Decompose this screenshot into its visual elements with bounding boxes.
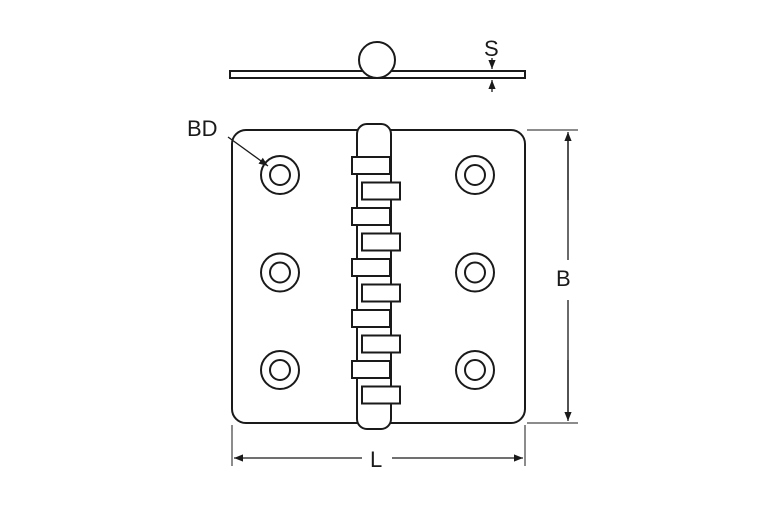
hole-bore (269, 261, 291, 284)
bore-diameter-label: BD (187, 116, 218, 141)
bore-diameter-leader (227, 136, 269, 167)
hinge-knuckle (361, 334, 401, 354)
length-label: L (370, 447, 382, 472)
hinge-side-profile (229, 41, 526, 79)
hinge-knuckle (361, 385, 401, 405)
hole-bore (464, 359, 486, 381)
hinge-barrel (351, 123, 401, 430)
thickness-label: S (484, 36, 499, 61)
hole-outer-ring (260, 350, 300, 390)
hinge-knuckle (351, 156, 391, 175)
hole-outer-ring (260, 252, 300, 293)
hole-bore (464, 164, 486, 186)
hole-outer-ring (260, 155, 300, 195)
hinge-knuckle (351, 207, 391, 226)
hinge-knuckle (351, 360, 391, 379)
hole-outer-ring (455, 252, 495, 293)
hole-outer-ring (455, 155, 495, 195)
hole-bore (464, 261, 486, 284)
hinge-knuckle (351, 258, 391, 277)
hinge-knuckle (351, 309, 391, 328)
hinge-knuckle (361, 181, 401, 201)
hinge-knuckle (361, 283, 401, 303)
hinge-knuckle-profile (358, 41, 396, 79)
hole-bore (269, 359, 291, 381)
length-dimension (231, 425, 526, 466)
height-label: B (556, 266, 571, 291)
hole-outer-ring (455, 350, 495, 390)
hole-bore (269, 164, 291, 186)
mounting-holes (260, 155, 495, 390)
height-dimension (527, 129, 578, 424)
hinge-knuckle (361, 232, 401, 252)
